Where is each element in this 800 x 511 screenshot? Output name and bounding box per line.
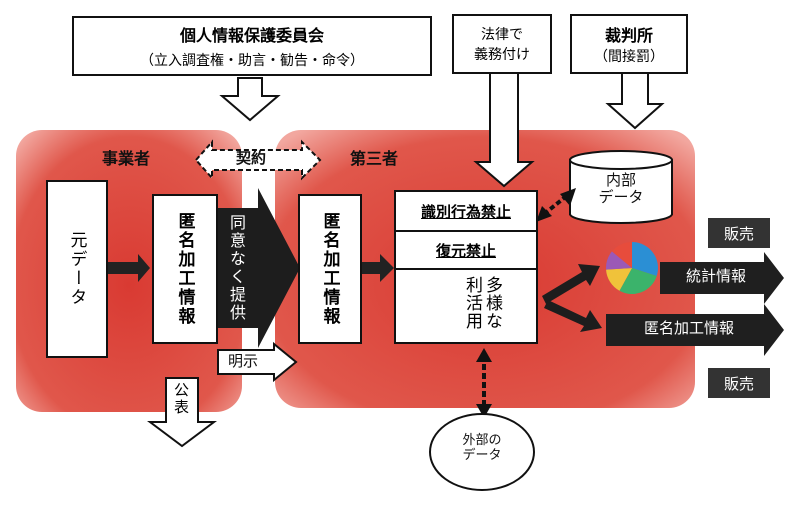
internal-data-label: 内部 データ [582,171,660,207]
anonymized-output-arrow [606,304,784,356]
publication-label: 公表 [172,382,190,416]
arrow-external-data [476,348,492,418]
original-data-box: 元データ [46,180,108,358]
anonymized-output-label: 匿名加工情報 [643,319,734,337]
contract-double-arrow [194,139,322,181]
court-title: 裁判所 [604,26,653,45]
arrow-internal-data [536,188,576,222]
disclosure-label: 明示 [228,352,259,370]
pie-slice [606,251,632,270]
original-data-label: 元データ [66,231,87,307]
pie-slice [611,242,632,268]
third-party-title: 第三者 [350,149,399,168]
court-box: 裁判所 （間接罰） [570,14,688,74]
no-consent-label: 同意なく提供 [227,214,246,322]
court-down-arrow [605,71,665,130]
law-box: 法律で 義務付け [452,14,552,74]
business-title: 事業者 [102,149,151,168]
restoration-ban: 復元禁止 [396,232,536,270]
internal-data-line1: 内部 [605,171,636,189]
disclosure-arrow [217,341,298,383]
pie-chart-icon [606,242,658,295]
internal-data-cylinder [569,150,673,224]
court-subtitle: （間接罰） [594,49,664,65]
arrow-to-anonymized-output [544,300,602,332]
sale-bottom-label: 販売 [708,368,770,398]
law-line2: 義務付け [474,47,530,63]
arrow-to-statistics [542,264,600,304]
statistics-label: 統計情報 [685,267,746,285]
no-consent-big-arrow [218,188,300,348]
third-anonymized-box: 匿名加工情報 [298,194,362,344]
external-data-ellipse [429,413,535,491]
diverse-use: 多様な利活用 [462,276,502,330]
identification-ban: 識別行為禁止 [396,192,536,232]
statistics-arrow [660,252,784,304]
pie-slice [619,268,657,295]
business-anonymized-label: 匿名加工情報 [174,212,195,326]
pie-slice [606,268,632,291]
sale-top-label: 販売 [708,218,770,248]
obligations-box: 識別行為禁止 復元禁止 多様な利活用 [394,190,538,344]
committee-down-arrow [219,77,281,122]
committee-title: 個人情報保護委員会 [179,26,324,45]
external-data-label: 外部の データ [444,433,520,464]
law-line1: 法律で [481,27,523,43]
contract-label: 契約 [236,149,267,167]
external-data-line2: データ [462,447,502,463]
third-anonymized-label: 匿名加工情報 [319,212,340,326]
external-data-line1: 外部の [462,433,502,448]
arrow-original-to-anon [108,254,150,282]
pie-slice [632,242,658,277]
internal-data-line2: データ [598,188,644,207]
committee-box: 個人情報保護委員会 （立入調査権・助言・勧告・命令） [72,16,432,76]
publication-arrow [147,377,217,448]
business-anonymized-box: 匿名加工情報 [152,194,218,344]
committee-subtitle: （立入調査権・助言・勧告・命令） [140,53,364,69]
arrow-anon-to-obligations [362,254,394,282]
law-down-arrow [473,72,535,188]
